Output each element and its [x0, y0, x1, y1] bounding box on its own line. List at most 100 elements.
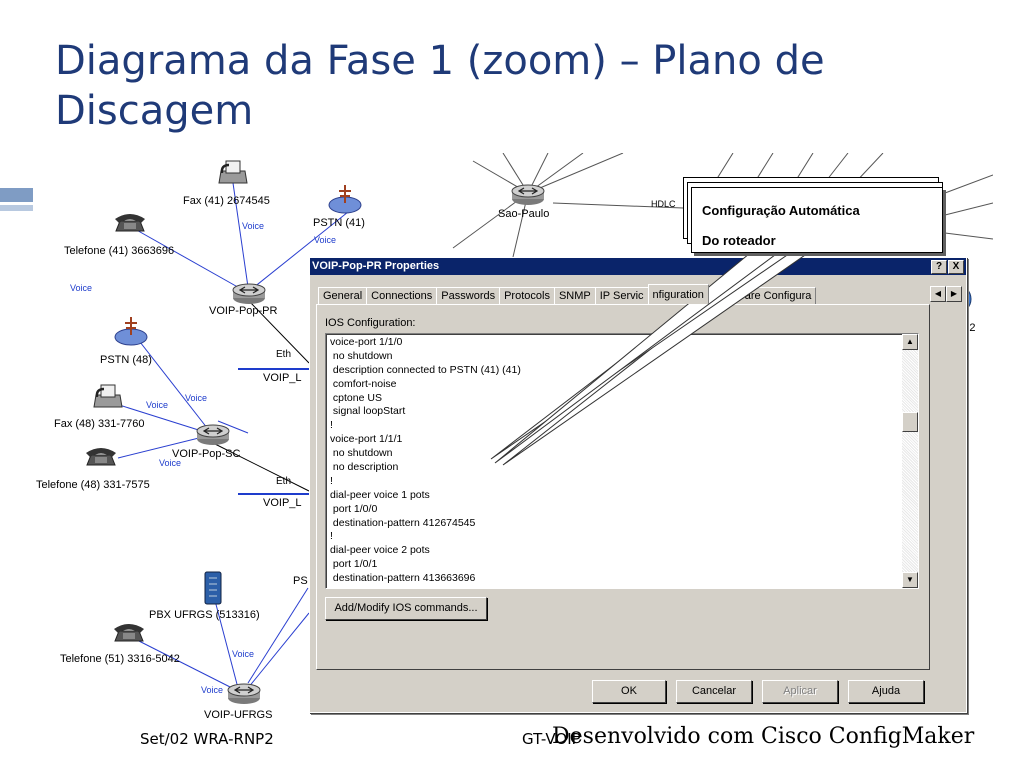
- tab-general[interactable]: General: [318, 287, 368, 304]
- dialog-title: VOIP-Pop-PR Properties: [312, 260, 440, 272]
- router-eth-drops: [212, 300, 310, 492]
- pbx-icon: [204, 571, 222, 605]
- close-title-button[interactable]: X: [948, 260, 964, 274]
- node-label-voip-pop-pr: VOIP-Pop-PR: [209, 305, 278, 317]
- link-label-voice: Voice: [185, 393, 208, 403]
- router-icon: [196, 424, 230, 445]
- node-label-fax-41: Fax (41) 2674545: [183, 195, 270, 207]
- footer-credit: Desenvolvido com Cisco ConfigMaker: [552, 724, 975, 749]
- node-label-tel-51: Telefone (51) 3316-5042: [60, 653, 180, 665]
- add-modify-ios-commands-button[interactable]: Add/Modify IOS commands...: [325, 597, 487, 620]
- link-label-voice: Voice: [314, 235, 337, 245]
- accent-bar-secondary: [0, 205, 36, 211]
- cancel-button[interactable]: Cancelar: [676, 680, 752, 703]
- callout-box: Configuração Automática Do roteador: [683, 177, 945, 255]
- tab-scroll-left-icon[interactable]: ◀: [930, 286, 946, 302]
- scroll-down-icon[interactable]: ▼: [902, 572, 918, 588]
- config-line: dial-peer voice 2 pots: [330, 544, 430, 557]
- config-line: signal loopStart: [330, 405, 406, 418]
- config-line: dial-peer voice 1 pots: [330, 488, 430, 501]
- fax-icons: [93, 160, 248, 408]
- link-label-voice: Voice: [232, 649, 255, 659]
- footer-date: Set/02 WRA-RNP2: [140, 730, 274, 748]
- tab-protocols[interactable]: Protocols: [499, 287, 555, 304]
- tab-connections[interactable]: Connections: [366, 287, 438, 304]
- tab-configuration[interactable]: nfiguration: [647, 284, 709, 304]
- pstn-cloud-icon: [114, 317, 148, 346]
- slide-title: Diagrama da Fase 1 (zoom) – Plano de Dis…: [55, 38, 825, 134]
- tab-scroll-right-icon[interactable]: ▶: [946, 286, 962, 302]
- config-lines: voice-port 1/1/0 no shutdown description…: [330, 336, 898, 586]
- config-line: no description: [330, 461, 399, 474]
- ios-configuration-label: IOS Configuration:: [325, 317, 416, 329]
- link-label-voice: Voice: [70, 283, 93, 293]
- telephone-icon: [115, 214, 145, 232]
- link-label-voice: Voice: [146, 400, 169, 410]
- link-label-voice: Voice: [159, 458, 182, 468]
- node-label-pstn-41: PSTN (41): [313, 217, 365, 229]
- node-label-tel-48: Telefone (48) 331-7575: [36, 479, 150, 491]
- router-icon: [232, 283, 266, 304]
- segment-label-voip-lan: VOIP_L: [263, 372, 302, 384]
- tab-passwords[interactable]: Passwords: [436, 287, 501, 304]
- node-label-pstn-48: PSTN (48): [100, 354, 152, 366]
- config-line: voice-port 1/1/1: [330, 433, 403, 446]
- router-icon: [511, 184, 545, 205]
- config-line: port 1/0/1: [330, 558, 378, 571]
- dialog-titlebar[interactable]: VOIP-Pop-PR Properties ? X: [310, 258, 966, 275]
- scroll-up-icon[interactable]: ▲: [902, 334, 918, 350]
- tab-scroll-arrows: ◀▶: [930, 286, 962, 302]
- segment-label-voip-lan: VOIP_L: [263, 497, 302, 509]
- config-line: destination-pattern 412674545: [330, 516, 476, 529]
- router-icons: [196, 184, 545, 704]
- config-line: comfort-noise: [330, 377, 397, 390]
- node-label-partial-ps: PS: [293, 575, 308, 587]
- link-label-voice: Voice: [242, 221, 265, 231]
- node-label-voip-ufrgs: VOIP-UFRGS: [204, 709, 273, 721]
- accent-bar: [0, 188, 36, 202]
- configmaker-screenshot: Fax (41) 2674545 PSTN (41) Telefone (41)…: [33, 153, 993, 726]
- telephone-icons: [86, 214, 145, 642]
- config-line: description connected to PSTN (41) (41): [330, 363, 521, 376]
- link-label-eth: Eth: [276, 476, 292, 487]
- config-line: no shutdown: [330, 349, 393, 362]
- pstn-cloud-icon: [328, 185, 362, 214]
- tab-snmp[interactable]: SNMP: [553, 287, 596, 304]
- config-line: !: [330, 530, 333, 543]
- pstn-icons: [114, 185, 362, 346]
- config-line: cptone US: [330, 391, 382, 404]
- fax-icon: [218, 160, 248, 184]
- ethernet-segments: [238, 368, 309, 495]
- vertical-scrollbar[interactable]: ▲ ▼: [902, 334, 918, 588]
- configuration-panel: IOS Configuration: voice-port 1/1/0 no s…: [316, 304, 930, 670]
- callout-line-1: Configuração Automática: [702, 203, 860, 218]
- node-label-pbx-ufrgs: PBX UFRGS (513316): [149, 609, 260, 621]
- config-line: destination-pattern 413663696: [330, 572, 476, 585]
- telephone-icon: [86, 448, 116, 466]
- node-label-voip-pop-sc: VOIP-Pop-SC: [172, 448, 241, 460]
- node-label-sao-paulo: Sao-Paulo: [498, 208, 550, 220]
- config-line: port 1/0/0: [330, 502, 378, 515]
- tab-ip-services[interactable]: IP Servic: [594, 287, 649, 304]
- help-button[interactable]: Ajuda: [848, 680, 924, 703]
- voice-links: [112, 182, 354, 692]
- scroll-thumb[interactable]: [902, 412, 918, 432]
- ios-configuration-textarea[interactable]: voice-port 1/1/0 no shutdown description…: [325, 333, 919, 589]
- telephone-icon: [114, 624, 144, 642]
- link-label-hdlc: HDLC: [651, 199, 676, 209]
- help-title-button[interactable]: ?: [931, 260, 947, 274]
- ok-button[interactable]: OK: [592, 680, 666, 703]
- apply-button[interactable]: Aplicar: [762, 680, 838, 703]
- callout-panel: Configuração Automática Do roteador: [691, 187, 943, 253]
- tab-hardware-configuration[interactable]: Hardware Configura: [707, 287, 817, 304]
- link-label-voice: Voice: [201, 685, 224, 695]
- config-line: !: [330, 474, 333, 487]
- node-label-tel-41: Telefone (41) 3663696: [64, 245, 175, 257]
- node-label-fax-48: Fax (48) 331-7760: [54, 418, 145, 430]
- callout-line-2: Do roteador: [702, 233, 776, 248]
- config-line: no shutdown: [330, 447, 393, 460]
- link-label-eth: Eth: [276, 349, 292, 360]
- config-line: voice-port 1/1/0: [330, 336, 403, 348]
